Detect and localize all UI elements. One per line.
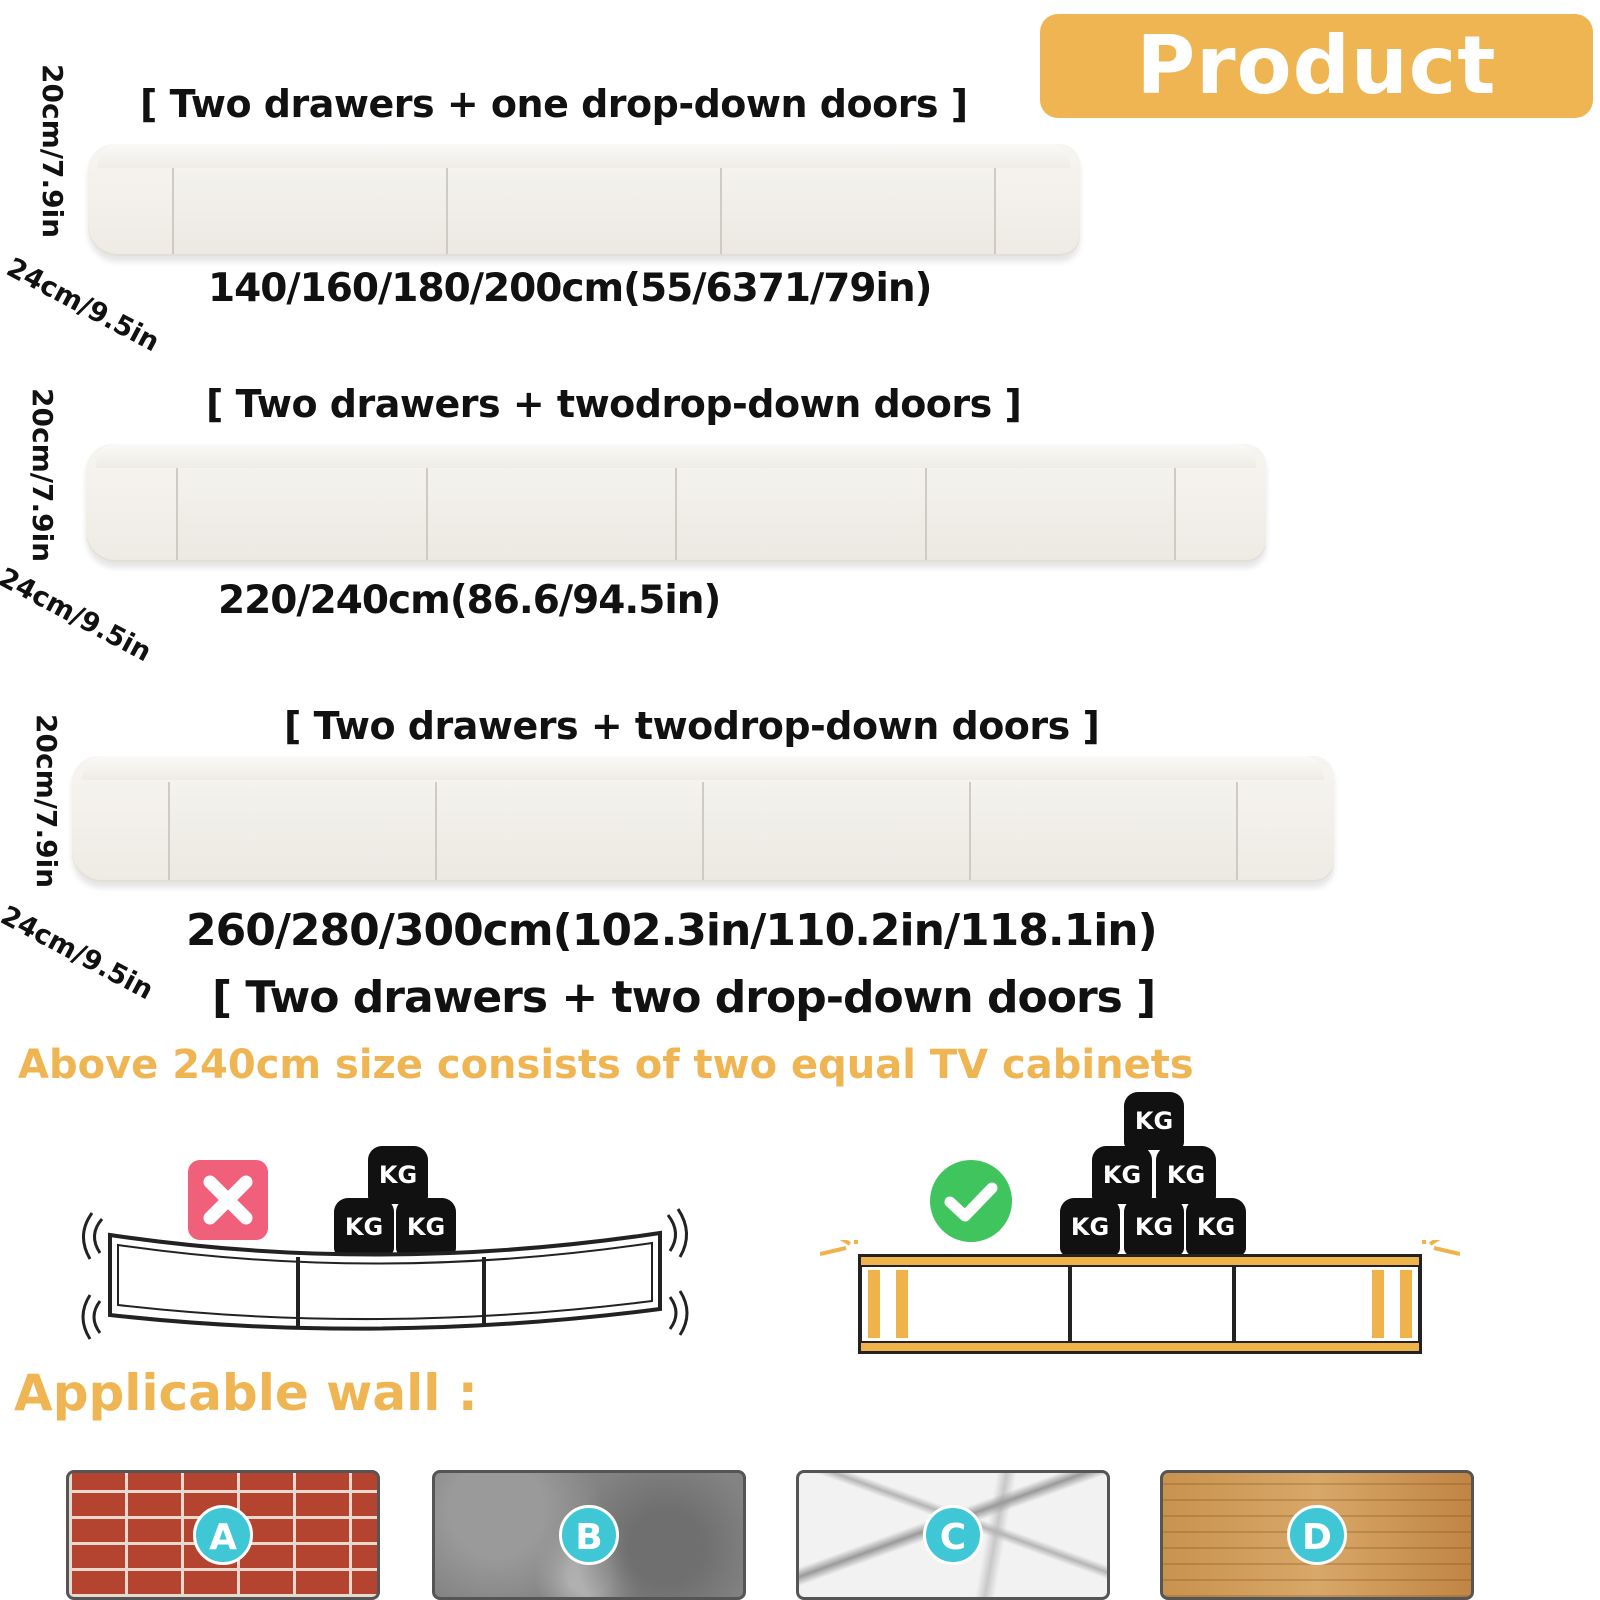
cabinet-image xyxy=(86,444,1266,562)
weight-block: KG xyxy=(334,1198,394,1256)
depth-label: 24cm/9.5in xyxy=(1,252,165,359)
weight-block: KG xyxy=(1124,1092,1184,1150)
wall-sample-marble: C xyxy=(796,1470,1110,1600)
weight-block: KG xyxy=(1156,1146,1216,1204)
wall-letter-badge: C xyxy=(923,1505,983,1565)
weight-block: KG xyxy=(1124,1198,1184,1256)
height-label: 20cm/7.9in xyxy=(26,388,59,563)
section-title: [ Two drawers + one drop-down doors ] xyxy=(140,82,968,126)
cabinet-image xyxy=(88,144,1080,256)
height-label: 20cm/7.9in xyxy=(36,64,69,239)
wall-letter-badge: A xyxy=(193,1505,253,1565)
weight-block: KG xyxy=(396,1198,456,1256)
section-subtitle: [ Two drawers + two drop-down doors ] xyxy=(212,972,1156,1023)
wall-letter-badge: B xyxy=(559,1505,619,1565)
weight-block: KG xyxy=(1186,1198,1246,1256)
check-icon xyxy=(944,1182,998,1222)
sagging-shelf-icon xyxy=(81,1208,689,1340)
section-title: [ Two drawers + twodrop-down doors ] xyxy=(284,704,1100,748)
length-label: 260/280/300cm(102.3in/110.2in/118.1in) xyxy=(186,905,1158,956)
wall-letter-badge: D xyxy=(1287,1505,1347,1565)
depth-label: 24cm/9.5in xyxy=(0,562,157,669)
depth-label: 24cm/9.5in xyxy=(0,900,159,1007)
walls-title: Applicable wall : xyxy=(14,1364,478,1422)
close-icon xyxy=(203,1175,253,1225)
wall-sample-wood: D xyxy=(1160,1470,1474,1600)
length-label: 220/240cm(86.6/94.5in) xyxy=(218,578,721,623)
wall-sample-brick: A xyxy=(66,1470,380,1600)
weight-block: KG xyxy=(1092,1146,1152,1204)
reinforced-shelf-icon xyxy=(820,1240,1460,1354)
product-size-badge: Product Size xyxy=(1040,14,1593,216)
note-text: Above 240cm size consists of two equal T… xyxy=(18,1042,1194,1088)
section-title: [ Two drawers + twodrop-down doors ] xyxy=(206,382,1022,426)
weight-block: KG xyxy=(368,1146,428,1204)
length-label: 140/160/180/200cm(55/6371/79in) xyxy=(208,266,932,311)
height-label: 20cm/7.9in xyxy=(30,714,63,889)
wrong-badge xyxy=(188,1160,268,1240)
wall-sample-concrete: B xyxy=(432,1470,746,1600)
correct-badge xyxy=(930,1160,1012,1242)
weight-block: KG xyxy=(1060,1198,1120,1256)
cabinet-image xyxy=(72,756,1334,882)
